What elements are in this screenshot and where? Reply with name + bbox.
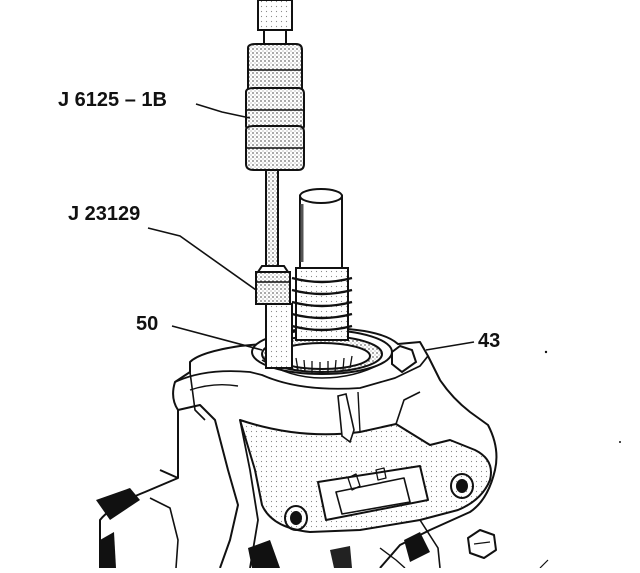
- seal-installer-tool: [245, 0, 305, 369]
- leader-tool-handle: [195, 103, 251, 119]
- callout-tool-adapter: J 23129: [68, 203, 141, 225]
- callout-seal: 50: [136, 313, 159, 335]
- transmission-housing: [96, 327, 549, 569]
- stray-marks: [544, 350, 621, 443]
- callout-housing: 43: [478, 330, 501, 352]
- leader-lines: [147, 103, 475, 351]
- leader-housing: [425, 341, 475, 351]
- leader-seal: [171, 325, 263, 351]
- callout-tool-handle: J 6125 – 1B: [58, 89, 167, 111]
- leader-tool-adapter: [147, 227, 257, 291]
- output-shaft: [291, 188, 353, 341]
